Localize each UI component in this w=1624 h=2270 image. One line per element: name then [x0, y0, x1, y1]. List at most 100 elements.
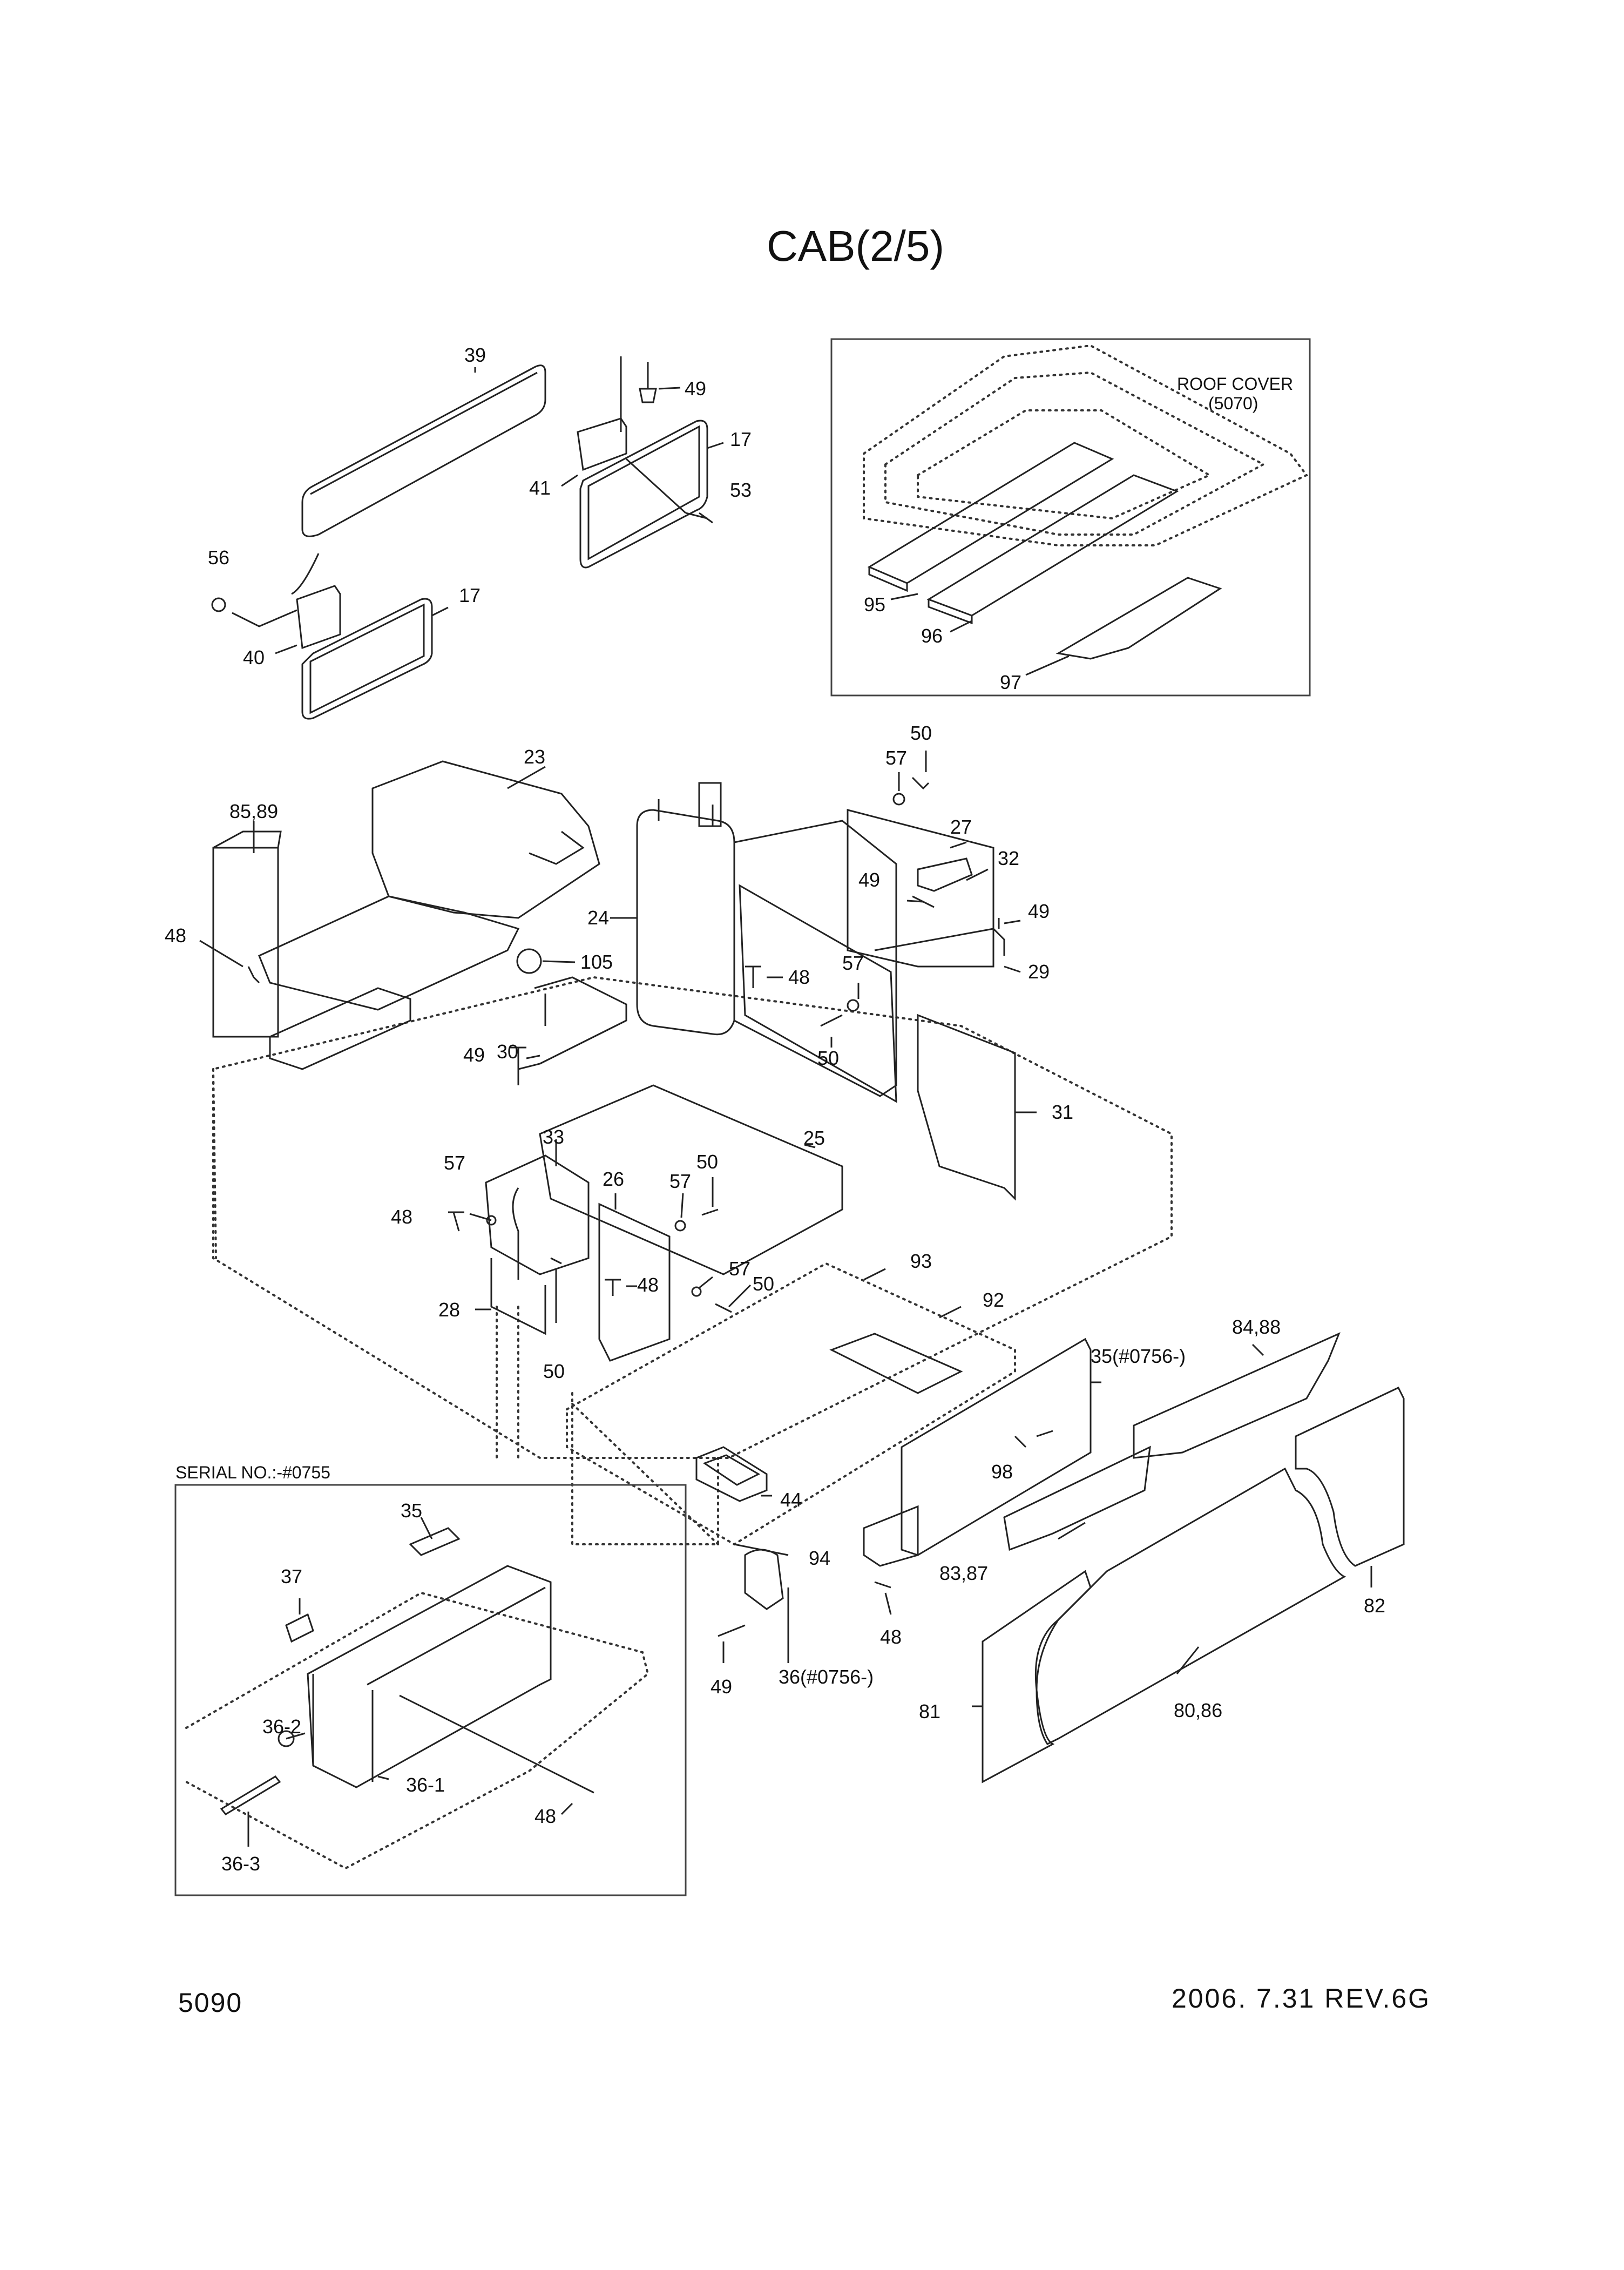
- callout-93: 93: [910, 1250, 932, 1272]
- roof-channel: [917, 409, 1212, 520]
- callout-39: 39: [464, 344, 486, 366]
- callout-25: 25: [803, 1127, 825, 1149]
- column-24: [636, 809, 735, 1036]
- bolt-49a: [639, 362, 657, 403]
- bolt-50a: [911, 776, 930, 790]
- callout-35-right: 35(#0756-): [1091, 1345, 1186, 1367]
- bolt-48b: [745, 965, 761, 988]
- callout-97: 97: [1000, 671, 1021, 693]
- callout-53: 53: [730, 479, 752, 501]
- callout-27: 27: [950, 816, 972, 838]
- callout-44: 44: [780, 1489, 802, 1511]
- bracket-32: [917, 857, 973, 892]
- bolt-48a: [247, 966, 260, 984]
- lower-plate: [269, 987, 411, 1070]
- washer-57e: [691, 1286, 702, 1297]
- washer-57b: [847, 999, 860, 1012]
- callout-36-3: 36-3: [221, 1853, 260, 1875]
- washer-57a: [892, 793, 905, 806]
- serial-inset: SERIAL NO.:-#0755 35 37 36-2 36-1 48 36-…: [174, 1463, 687, 1896]
- roof-strip-95: [867, 442, 1114, 584]
- callout-48-mid: 48: [788, 966, 810, 988]
- grommet-36-2: [278, 1730, 295, 1747]
- bolt-50e: [550, 1257, 562, 1265]
- mirror-39: [301, 364, 546, 537]
- callout-50-center: 50: [696, 1151, 718, 1173]
- bolt-98: [1036, 1430, 1053, 1437]
- roof-cover-inset: ROOF COVER (5070) 95 96 97: [830, 338, 1311, 697]
- bolt-49e: [718, 1624, 746, 1637]
- callout-98: 98: [991, 1461, 1013, 1483]
- box-36: [307, 1565, 552, 1788]
- plate-27: [847, 809, 994, 968]
- callout-48-lower: 48: [637, 1274, 659, 1296]
- callout-33: 33: [543, 1126, 564, 1148]
- bracket-40: [296, 585, 341, 650]
- callout-48-inset: 48: [534, 1805, 556, 1827]
- callout-57-top: 57: [885, 747, 907, 769]
- floor-outline: [212, 976, 1173, 1459]
- callout-57-mid: 57: [842, 952, 864, 974]
- panel-83-87: [1003, 1445, 1151, 1551]
- callout-57-left: 57: [444, 1152, 465, 1174]
- bolt-48d: [605, 1279, 621, 1296]
- callout-48-center: 48: [391, 1206, 412, 1228]
- bolt-48e: [874, 1581, 891, 1589]
- callout-50-mid: 50: [817, 1047, 839, 1069]
- callout-17-bottom: 17: [459, 584, 481, 606]
- callout-49-center: 49: [463, 1044, 485, 1066]
- grommet-105: [516, 948, 542, 974]
- callout-80-86: 80,86: [1174, 1699, 1222, 1721]
- panel-23: [371, 760, 600, 919]
- callout-49-mid: 49: [858, 869, 880, 891]
- callout-85-89: 85,89: [229, 800, 278, 822]
- roof-strip-96: [926, 474, 1179, 617]
- callout-28: 28: [438, 1299, 460, 1321]
- callout-50-top: 50: [910, 722, 932, 744]
- callout-82: 82: [1364, 1595, 1385, 1617]
- bracket-35: [901, 1337, 1092, 1556]
- callout-30: 30: [497, 1041, 518, 1063]
- callout-105: 105: [580, 951, 613, 973]
- washer-57c: [486, 1215, 497, 1226]
- bracket-28: [490, 1258, 546, 1335]
- callout-24: 24: [587, 907, 609, 929]
- roof-cover-label: ROOF COVER: [1177, 374, 1293, 394]
- callout-84-88: 84,88: [1232, 1316, 1281, 1338]
- callout-95: 95: [864, 593, 885, 616]
- bolt-49b: [510, 1046, 526, 1069]
- insulation-panels: 84,88 83,87 82 81 80,86: [919, 1316, 1405, 1783]
- callout-50-lower: 50: [753, 1273, 774, 1295]
- callout-49-bottom: 49: [710, 1676, 732, 1698]
- serial-box: [174, 1484, 687, 1896]
- mat-92: [829, 1333, 963, 1394]
- callout-83-87: 83,87: [939, 1562, 988, 1584]
- page-number: 5090: [178, 1988, 243, 2018]
- callout-81: 81: [919, 1700, 940, 1722]
- callout-48-bottom: 48: [880, 1626, 902, 1648]
- panel-80-86: [1036, 1467, 1346, 1745]
- callout-94: 94: [809, 1547, 830, 1569]
- bolt-48c: [448, 1211, 464, 1232]
- nut-56: [211, 597, 226, 612]
- callout-41: 41: [529, 477, 551, 499]
- bolt-50d: [715, 1303, 732, 1313]
- callout-48-left: 48: [165, 924, 186, 947]
- inset-floor-outline: [185, 1591, 649, 1870]
- callout-96: 96: [921, 625, 943, 647]
- callout-23: 23: [524, 746, 545, 768]
- callout-35-inset: 35: [401, 1499, 422, 1522]
- mirror-17b: [301, 598, 433, 720]
- callout-36-2: 36-2: [262, 1715, 301, 1738]
- control-box-assembly: 23 85,89 48 105: [165, 746, 613, 1070]
- page-title: CAB(2/5): [767, 222, 944, 270]
- column-assembly: 24 50 57 27 32 49 49 29 48 57 50 31: [587, 722, 1073, 1201]
- callout-57-lower: 57: [729, 1258, 750, 1280]
- callout-37: 37: [281, 1565, 302, 1587]
- callout-32: 32: [998, 847, 1019, 869]
- revision-date: 2006. 7.31 REV.6G: [1172, 1983, 1431, 2014]
- floor-recess: 93 92 44 94: [566, 1250, 1016, 1569]
- bracket-41: [577, 417, 627, 471]
- callout-40: 40: [243, 646, 265, 668]
